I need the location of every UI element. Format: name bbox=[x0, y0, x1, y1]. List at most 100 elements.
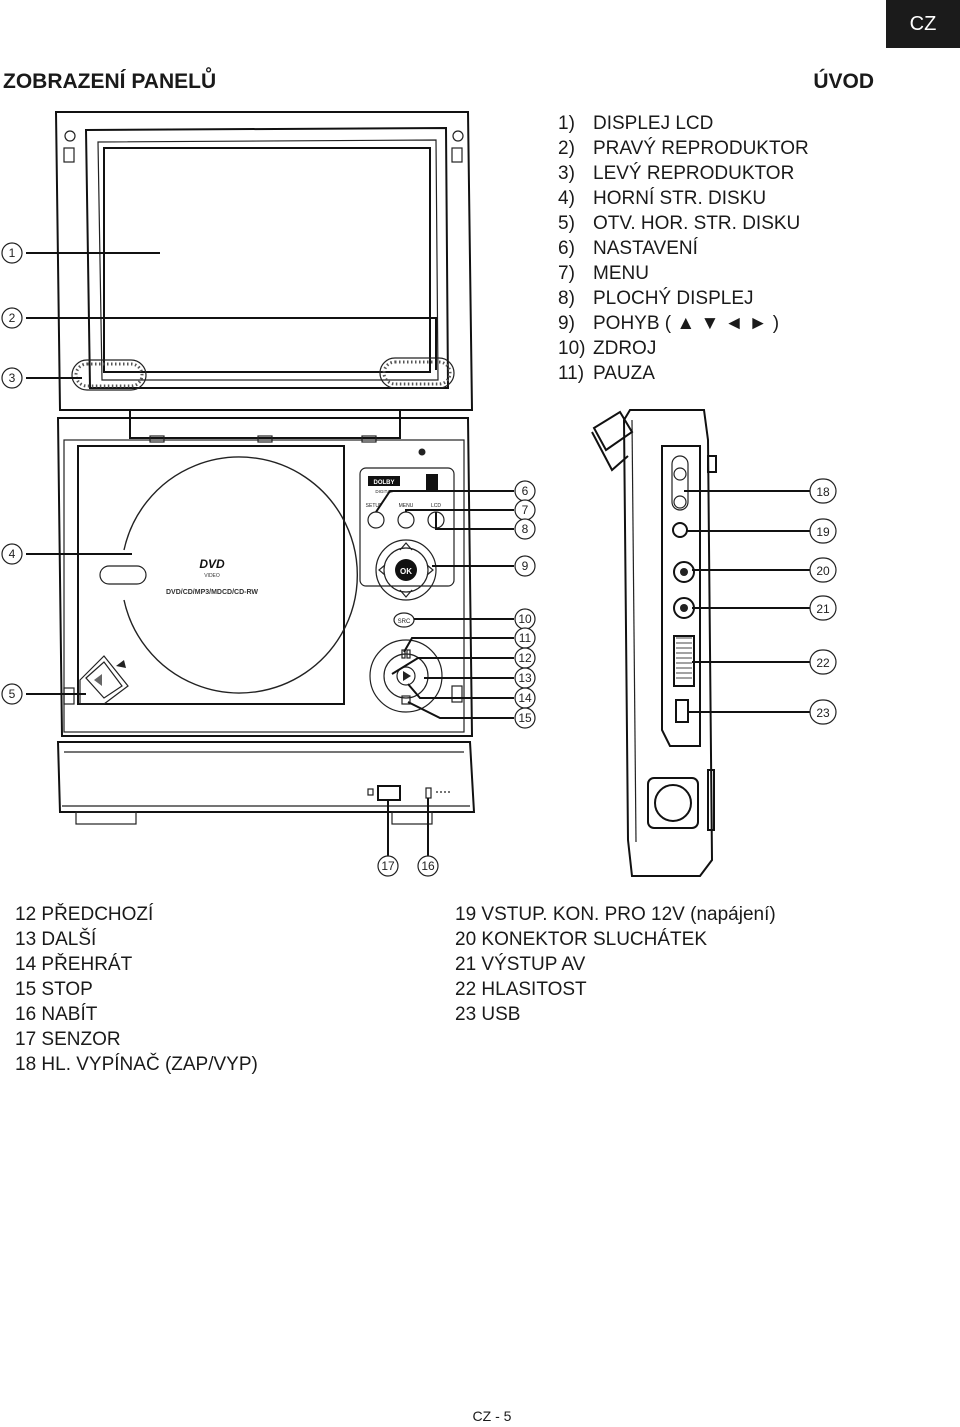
svg-text:1: 1 bbox=[9, 246, 16, 260]
svg-text:17: 17 bbox=[381, 859, 395, 873]
disc-door: DVD VIDEO DVD/CD/MP3/MDCD/CD-RW bbox=[99, 456, 358, 694]
phone-jack[interactable] bbox=[673, 561, 695, 583]
svg-text:5: 5 bbox=[9, 687, 16, 701]
callout-19: 19 bbox=[809, 518, 837, 544]
svg-text:2: 2 bbox=[9, 311, 16, 325]
right-speaker bbox=[379, 357, 455, 389]
callout-21: 21 bbox=[809, 595, 837, 621]
legend-number: 1) bbox=[558, 113, 575, 134]
legend-number: 9) bbox=[558, 313, 575, 334]
ir-sensor bbox=[377, 785, 401, 801]
legend-item: 19 VSTUP. KON. PRO 12V (napájení) bbox=[455, 904, 776, 925]
svg-text:14: 14 bbox=[518, 691, 532, 705]
legend-item: 23 USB bbox=[455, 1004, 521, 1025]
setup-button[interactable] bbox=[367, 511, 385, 529]
section-title-intro: ÚVOD bbox=[813, 70, 874, 93]
legend-item: 22 HLASITOST bbox=[455, 979, 587, 1000]
svg-text:20: 20 bbox=[816, 564, 830, 578]
legend-number: 4) bbox=[558, 188, 575, 209]
menu-label: MENU bbox=[399, 503, 414, 509]
section-title-panels: ZOBRAZENÍ PANELŮ bbox=[3, 70, 217, 93]
dvd-logo-sub: VIDEO bbox=[204, 573, 220, 579]
open-button[interactable] bbox=[63, 655, 129, 705]
front-bottom bbox=[56, 741, 476, 825]
legend-label: POHYB ( ▲ ▼ ◄ ► ) bbox=[593, 313, 780, 334]
callout-4: 4 bbox=[1, 543, 23, 565]
legend-label: HORNÍ STR. DISKU bbox=[593, 188, 767, 209]
svg-text:11: 11 bbox=[519, 631, 532, 645]
callout-7: 7 bbox=[514, 499, 536, 521]
legend-label: NASTAVENÍ bbox=[593, 238, 698, 259]
legend-label: MENU bbox=[593, 263, 649, 284]
legend-item: 20 KONEKTOR SLUCHÁTEK bbox=[455, 929, 708, 950]
svg-text:16: 16 bbox=[421, 859, 435, 873]
legend-label: PLOCHÝ DISPLEJ bbox=[593, 288, 754, 309]
format-text: DVD/CD/MP3/MDCD/CD-RW bbox=[166, 589, 258, 596]
callout-13: 13 bbox=[514, 667, 536, 689]
legend-item: 11) PAUZA bbox=[558, 361, 809, 386]
legend-item: 15 STOP bbox=[15, 979, 93, 1000]
dc-in-jack[interactable] bbox=[672, 522, 688, 538]
callout-10: 10 bbox=[514, 608, 536, 630]
callout-23: 23 bbox=[809, 699, 837, 725]
source-button[interactable]: SRC bbox=[393, 612, 415, 628]
legend-number: 11) bbox=[558, 363, 585, 384]
callout-6: 6 bbox=[514, 480, 536, 502]
callout-2: 2 bbox=[1, 307, 23, 329]
callout-16: 16 bbox=[417, 855, 439, 877]
legend-label: LEVÝ REPRODUKTOR bbox=[593, 163, 795, 184]
legend-label: ZDROJ bbox=[593, 338, 657, 359]
callout-8: 8 bbox=[514, 518, 536, 540]
callout-20: 20 bbox=[809, 557, 837, 583]
callout-12: 12 bbox=[514, 647, 536, 669]
leader-lines bbox=[26, 252, 810, 856]
svg-text:6: 6 bbox=[522, 484, 529, 498]
svg-text:3: 3 bbox=[9, 371, 16, 385]
legend-item: 10)ZDROJ bbox=[558, 336, 809, 361]
legend-number: 8) bbox=[558, 288, 575, 309]
svg-text:19: 19 bbox=[816, 525, 830, 539]
svg-text:18: 18 bbox=[816, 485, 830, 499]
legend-item: 12 PŘEDCHOZÍ bbox=[15, 904, 154, 925]
side-view bbox=[591, 409, 717, 877]
lcd-label: LCD bbox=[431, 503, 441, 509]
left-speaker bbox=[71, 359, 147, 391]
svg-text:15: 15 bbox=[518, 711, 532, 725]
svg-text:12: 12 bbox=[518, 651, 532, 665]
base-body bbox=[56, 417, 474, 737]
power-switch[interactable] bbox=[671, 455, 689, 511]
callout-18: 18 bbox=[809, 478, 837, 504]
legend-item: 9) POHYB ( ▲ ▼ ◄ ► ) bbox=[558, 311, 809, 336]
legend-item: 2) PRAVÝ REPRODUKTOR bbox=[558, 136, 809, 161]
legend-bottom-left: 12 PŘEDCHOZÍ 13 DALŠÍ 14 PŘEHRÁT 15 STOP… bbox=[15, 902, 258, 1077]
legend-number: 5) bbox=[558, 213, 575, 234]
svg-text:21: 21 bbox=[816, 602, 830, 616]
legend-item: 3) LEVÝ REPRODUKTOR bbox=[558, 161, 809, 186]
menu-button[interactable] bbox=[397, 511, 415, 529]
svg-text:8: 8 bbox=[522, 522, 529, 536]
legend-item: 13 DALŠÍ bbox=[15, 929, 97, 950]
language-tab: CZ bbox=[886, 0, 960, 48]
legend-item: 6)NASTAVENÍ bbox=[558, 236, 809, 261]
legend-label: OTV. HOR. STR. DISKU bbox=[593, 213, 801, 234]
source-label: SRC bbox=[398, 619, 411, 625]
legend-number: 3) bbox=[558, 163, 575, 184]
legend-label: PAUZA bbox=[593, 363, 655, 384]
svg-text:22: 22 bbox=[816, 656, 830, 670]
dolby-sub: DIGITAL bbox=[375, 489, 393, 494]
legend-label: PRAVÝ REPRODUKTOR bbox=[593, 138, 809, 159]
callout-9: 9 bbox=[514, 555, 536, 577]
callout-11: 11 bbox=[514, 627, 536, 649]
navigation-pad[interactable]: OK bbox=[375, 539, 437, 601]
usb-port[interactable] bbox=[675, 699, 689, 723]
dolby-logo: DOLBY bbox=[374, 480, 395, 486]
playback-pad[interactable] bbox=[369, 639, 463, 713]
legend-item: 7)MENU bbox=[558, 261, 809, 286]
ok-label: OK bbox=[400, 567, 412, 576]
legend-item: 14 PŘEHRÁT bbox=[15, 954, 133, 975]
legend-number: 2) bbox=[558, 138, 575, 159]
lid bbox=[54, 111, 474, 411]
legend-bottom-right: 19 VSTUP. KON. PRO 12V (napájení) 20 KON… bbox=[455, 902, 776, 1027]
svg-text:4: 4 bbox=[9, 547, 16, 561]
callout-14: 14 bbox=[514, 687, 536, 709]
